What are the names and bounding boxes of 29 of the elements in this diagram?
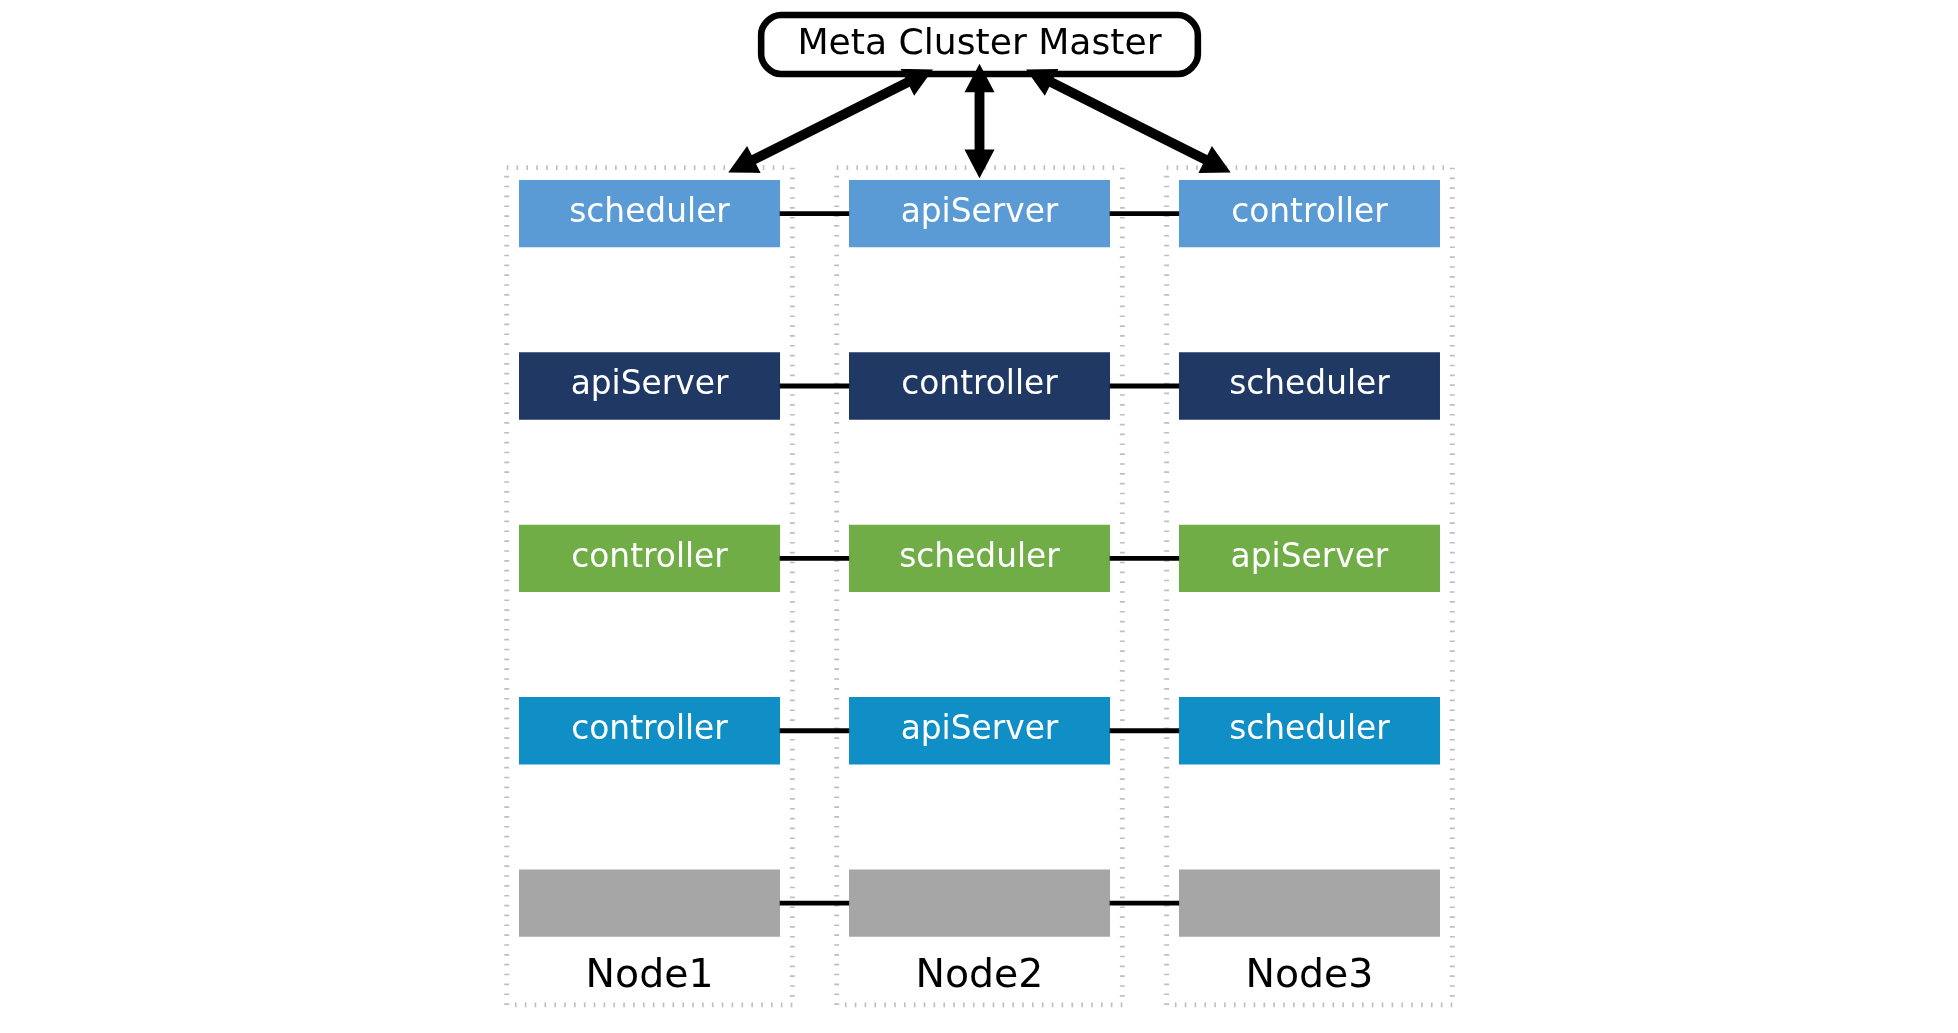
arrow xyxy=(963,63,995,179)
node-box: scheduler xyxy=(1178,352,1440,420)
connector xyxy=(779,211,849,217)
node-box: apiServer xyxy=(518,352,780,420)
connector xyxy=(779,383,849,389)
node-box xyxy=(848,869,1110,937)
node-box: controller xyxy=(848,352,1110,420)
node-box: scheduler xyxy=(518,179,780,248)
node-box xyxy=(1178,869,1440,937)
connector xyxy=(1109,555,1179,561)
node-box: scheduler xyxy=(1178,697,1440,765)
connector xyxy=(779,728,849,734)
node-box: controller xyxy=(1178,179,1440,248)
node-box: scheduler xyxy=(848,524,1110,593)
node-box: Meta Cluster Master xyxy=(757,11,1201,78)
node-box: controller xyxy=(518,697,780,765)
node-box: apiServer xyxy=(848,179,1110,248)
connector xyxy=(779,555,849,561)
connector xyxy=(779,900,849,906)
node-box xyxy=(518,869,780,937)
connector xyxy=(1109,728,1179,734)
arrow xyxy=(1025,68,1231,173)
arrow xyxy=(727,68,933,173)
connector xyxy=(1109,383,1179,389)
node-box: apiServer xyxy=(848,697,1110,765)
connector xyxy=(1109,900,1179,906)
node-box: controller xyxy=(518,524,780,593)
connector xyxy=(1109,211,1179,217)
node-box: apiServer xyxy=(1178,524,1440,593)
